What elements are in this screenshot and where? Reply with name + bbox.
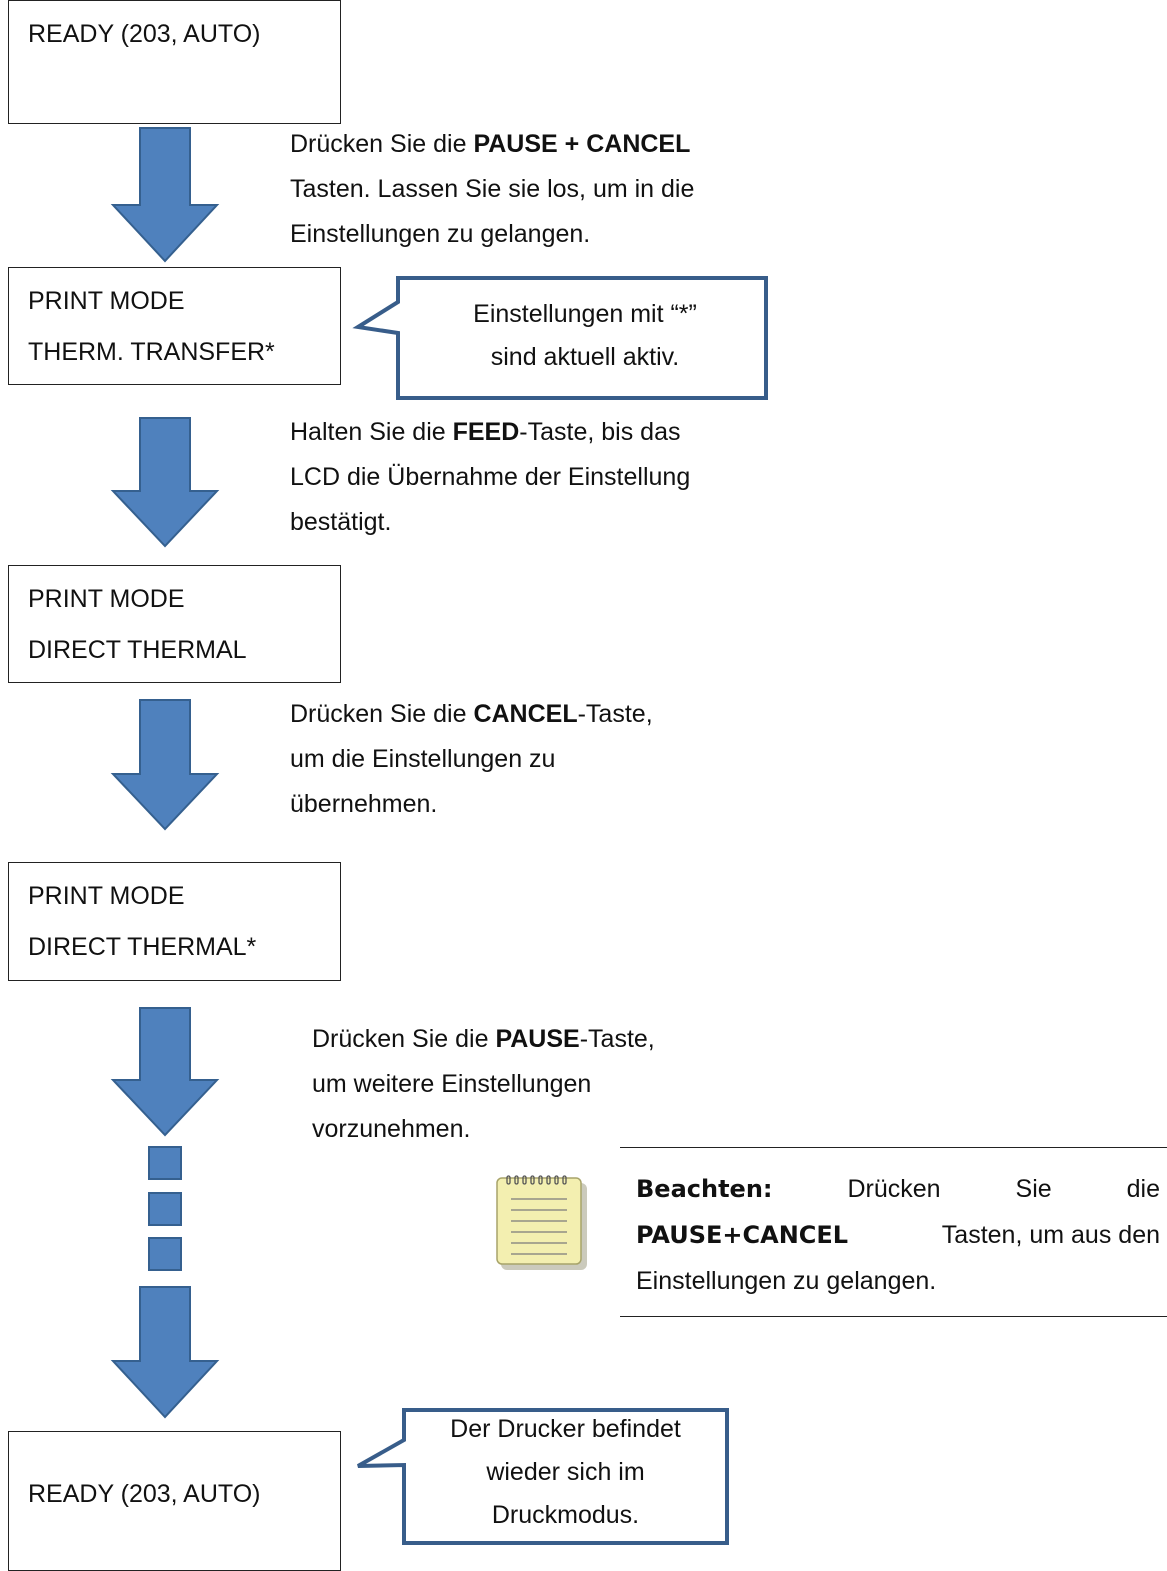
connector-square (148, 1192, 182, 1226)
key-name: FEED (452, 418, 520, 446)
lcd-display-box: PRINT MODE THERM. TRANSFER* (8, 267, 341, 385)
down-arrow-icon (110, 1007, 220, 1137)
note-bottom-rule (620, 1316, 1167, 1317)
lcd-display-box: PRINT MODE DIRECT THERMAL* (8, 862, 341, 981)
lcd-display-box: PRINT MODE DIRECT THERMAL (8, 565, 341, 683)
connector-square (148, 1146, 182, 1180)
lcd-line-2: THERM. TRANSFER* (28, 338, 275, 366)
lcd-line-1: PRINT MODE (28, 287, 185, 315)
lcd-line-1: PRINT MODE (28, 585, 185, 613)
connector-square (148, 1237, 182, 1271)
lcd-line-1: READY (203, AUTO) (28, 20, 261, 48)
callout-text: Der Drucker befindet wieder sich im Druc… (450, 1415, 681, 1529)
callout-bubble (357, 1408, 729, 1545)
lcd-display-box: READY (203, AUTO) (8, 0, 341, 124)
key-name: PAUSE+CANCEL (636, 1221, 849, 1249)
down-arrow-icon (110, 699, 220, 831)
instruction-text: Drücken Sie die CANCEL-Taste, um die Ein… (290, 700, 653, 818)
note-top-rule (620, 1147, 1167, 1148)
instruction-text: Halten Sie die FEED-Taste, bis das LCD d… (290, 418, 691, 536)
lcd-line-1: PRINT MODE (28, 882, 185, 910)
key-name: PAUSE + CANCEL (473, 130, 691, 158)
lcd-display-box: READY (203, AUTO) (8, 1431, 341, 1571)
note-label: Beachten: (636, 1175, 773, 1203)
callout-bubble (352, 276, 768, 400)
key-name: CANCEL (473, 700, 578, 728)
notepad-icon (496, 1175, 587, 1270)
instruction-text: Drücken Sie die PAUSE + CANCEL Tasten. L… (290, 130, 695, 248)
instruction-text: Drücken Sie die PAUSE-Taste, um weitere … (312, 1025, 655, 1143)
lcd-line-2: DIRECT THERMAL (28, 636, 247, 664)
note-text: Beachten: Drücken Sie die PAUSE+CANCEL T… (636, 1166, 1160, 1304)
key-name: PAUSE (495, 1025, 580, 1053)
lcd-line-2: DIRECT THERMAL* (28, 933, 257, 961)
down-arrow-icon (110, 1286, 220, 1419)
lcd-line-1: READY (203, AUTO) (28, 1480, 261, 1508)
down-arrow-icon (110, 417, 220, 548)
callout-text: Einstellungen mit “*” sind aktuell aktiv… (473, 300, 697, 371)
down-arrow-icon (110, 127, 220, 263)
